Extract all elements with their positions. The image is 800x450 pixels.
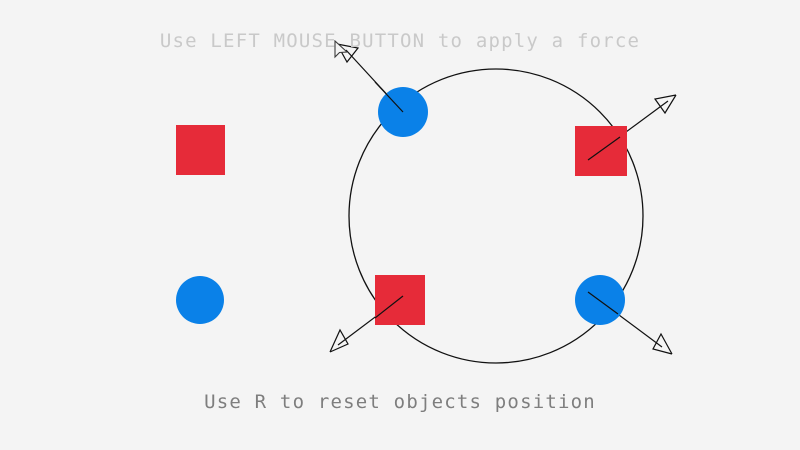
red-square-left[interactable]	[176, 125, 225, 175]
blue-circle-bottom-left[interactable]	[176, 276, 224, 324]
hint-text-reset-objects: Use R to reset objects position	[204, 391, 596, 413]
constraint-circle	[348, 68, 644, 364]
red-square-right[interactable]	[575, 126, 627, 176]
blue-circle-top[interactable]	[378, 87, 428, 137]
red-square-center-bottom[interactable]	[375, 275, 425, 325]
hint-text-apply-force: Use LEFT MOUSE BUTTON to apply a force	[159, 30, 641, 52]
mouse-cursor-icon	[334, 40, 349, 59]
blue-circle-bottom-right[interactable]	[575, 275, 625, 325]
